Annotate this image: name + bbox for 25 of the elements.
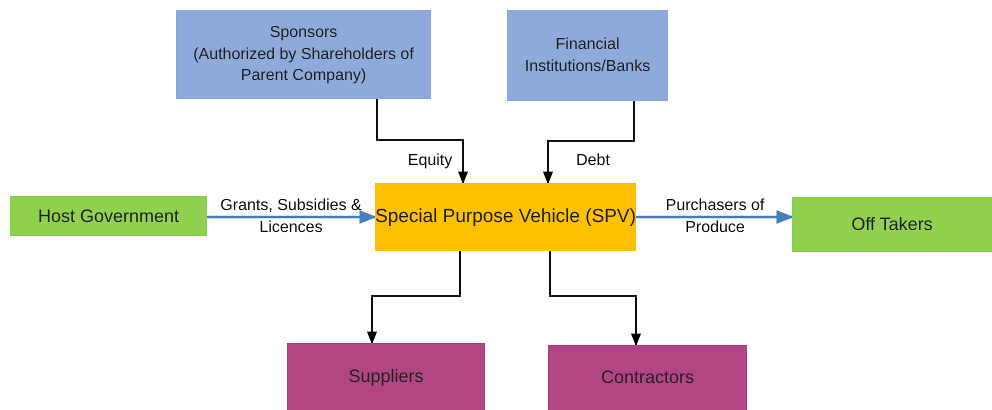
edge-label: Grants, Subsidies & Licences — [219, 196, 363, 238]
sponsor-box — [176, 10, 431, 99]
arrow — [366, 251, 461, 344]
node-text: Financial Institutions/Banks — [524, 34, 652, 76]
node-text: Off Takers — [851, 213, 933, 236]
node-text: Contractors — [600, 366, 694, 390]
bank-box — [507, 10, 668, 101]
edge-label: Equity — [406, 151, 454, 171]
recipient-box — [792, 197, 992, 252]
arrow — [636, 210, 794, 224]
node-text: Special Purpose Vehicle (SPV) — [375, 205, 636, 230]
arrow — [549, 251, 642, 346]
supplier-box — [287, 343, 485, 410]
arrow — [376, 99, 468, 184]
source-box — [10, 196, 207, 236]
edge-label: Debt — [575, 151, 611, 171]
node-text: Sponsors — [270, 23, 338, 44]
arrow — [207, 210, 377, 224]
node-text: Host Government — [38, 204, 180, 228]
contractor-box — [548, 345, 747, 410]
edge-label: Purchasers of Produce — [664, 196, 766, 238]
node-text: Suppliers — [348, 365, 424, 388]
node-text: (Authorized by Shareholders of Parent Company) — [192, 44, 415, 86]
arrow — [542, 101, 635, 184]
central-box — [375, 183, 636, 251]
